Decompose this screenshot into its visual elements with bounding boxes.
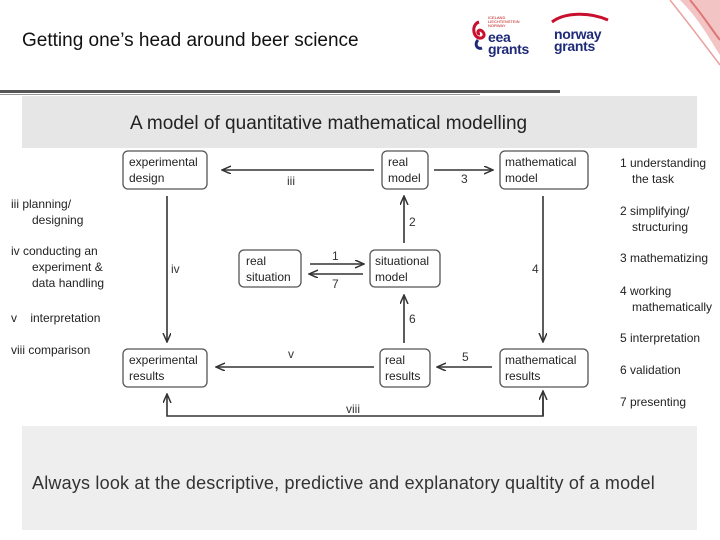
- eea-logo-word: eea: [488, 29, 511, 45]
- left-legend-iv-line1: iv conducting an: [11, 244, 98, 258]
- real-model-box: [381, 150, 429, 190]
- norway-logo-word: norway: [554, 26, 602, 42]
- mathematical-model-line2: model: [505, 171, 538, 185]
- mathematical-results-box: [499, 348, 589, 388]
- real-model-line1: real: [388, 155, 408, 169]
- mathematical-model-line1: mathematical: [505, 155, 576, 169]
- situational-model-line1: situational: [375, 254, 429, 268]
- label-6: 6: [409, 312, 416, 326]
- eea-grants-logo: ICELAND LIECHTENSTEIN NORWAY eea grants: [470, 14, 540, 59]
- real-results-line2: results: [385, 369, 420, 383]
- left-legend-iv-line3: data handling: [32, 276, 104, 290]
- right-legend-5: 5 interpretation: [620, 331, 700, 345]
- label-iv: iv: [171, 262, 180, 276]
- norway-logo-grants: grants: [554, 38, 595, 54]
- label-7: 7: [332, 277, 339, 291]
- header-divider-thin: [0, 94, 480, 95]
- header-divider: [0, 90, 560, 93]
- right-legend-2-line2: structuring: [632, 220, 688, 234]
- norway-logo-swoosh-icon: [551, 12, 609, 24]
- slide-subtitle: A model of quantitative mathematical mod…: [130, 113, 528, 134]
- right-legend-3: 3 mathematizing: [620, 251, 708, 265]
- experimental-design-box: [122, 150, 208, 190]
- experimental-results-line1: experimental: [129, 353, 198, 367]
- right-legend-6: 6 validation: [620, 363, 681, 377]
- label-5: 5: [462, 350, 469, 364]
- left-legend-iii-line1: iii planning/: [11, 197, 72, 211]
- footer-text: Always look at the descriptive, predicti…: [32, 473, 655, 493]
- subtitle-band: [22, 96, 697, 148]
- mathematical-model-box: [499, 150, 589, 190]
- real-situation-line2: situation: [246, 270, 291, 284]
- left-legend-v: v interpretation: [11, 311, 100, 325]
- page-title: Getting one’s head around beer science: [22, 30, 359, 51]
- real-results-box: [379, 348, 431, 388]
- left-legend-iii-line2: designing: [32, 213, 83, 227]
- label-v: v: [288, 347, 294, 361]
- label-3: 3: [461, 172, 468, 186]
- real-model-line2: model: [388, 171, 421, 185]
- mathematical-results-line2: results: [505, 369, 540, 383]
- label-viii: viii: [346, 402, 360, 416]
- mathematical-results-line1: mathematical: [505, 353, 576, 367]
- experimental-design-line2: design: [129, 171, 164, 185]
- situational-model-line2: model: [375, 270, 408, 284]
- real-situation-line1: real: [246, 254, 266, 268]
- experimental-results-line2: results: [129, 369, 164, 383]
- experimental-design-line1: experimental: [129, 155, 198, 169]
- footer-band: [22, 426, 697, 530]
- left-legend-iv-line2: experiment &: [32, 260, 103, 274]
- experimental-results-box: [122, 348, 208, 388]
- eea-logo-small-text: ICELAND LIECHTENSTEIN NORWAY: [488, 15, 520, 28]
- situational-model-box: [369, 249, 441, 288]
- real-results-line1: real: [385, 353, 405, 367]
- real-situation-box: [238, 249, 302, 288]
- label-iii: iii: [287, 174, 295, 188]
- label-1: 1: [332, 249, 339, 263]
- eea-logo-grants: grants: [488, 41, 529, 57]
- left-legend-viii: viii comparison: [11, 343, 90, 357]
- right-legend-2-line1: 2 simplifying/: [620, 204, 690, 218]
- right-legend-1-line1: 1 understanding: [620, 156, 706, 170]
- right-legend-1-line2: the task: [632, 172, 675, 186]
- right-legend-7: 7 presenting: [620, 395, 686, 409]
- right-legend-4-line2: mathematically: [632, 300, 712, 314]
- label-4: 4: [532, 262, 539, 276]
- eea-logo-icon: [472, 20, 486, 50]
- right-legend-4-line1: 4 working: [620, 284, 671, 298]
- label-2: 2: [409, 215, 416, 229]
- corner-swoosh-decoration: [669, 0, 720, 66]
- modelling-cycle-diagram: experimental design real model mathemati…: [11, 150, 712, 417]
